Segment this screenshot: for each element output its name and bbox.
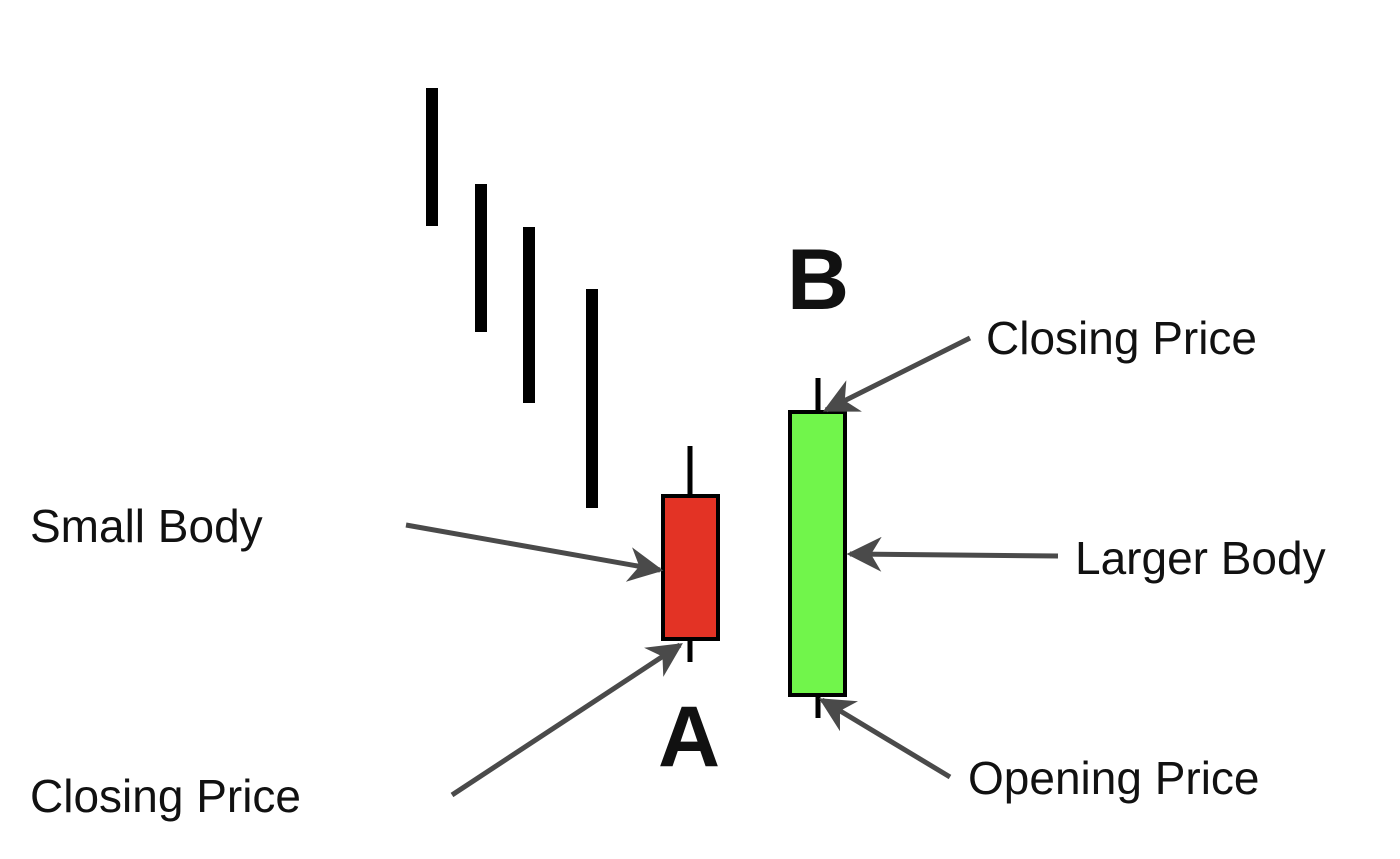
larger-body-label: Larger Body — [1075, 532, 1326, 584]
opening-price-arrow — [819, 697, 952, 780]
candle-a-body — [661, 494, 720, 641]
candle-b-letter: B — [787, 232, 849, 328]
downtrend-bar-3 — [523, 227, 535, 403]
downtrend-bar-1 — [426, 88, 438, 226]
candle-a — [661, 446, 720, 662]
closing-price-left-label: Closing Price — [30, 770, 301, 822]
downtrend-bar-4 — [586, 289, 598, 508]
candle-a-letter: A — [658, 689, 720, 785]
candle-b-body — [788, 410, 847, 697]
arrows — [405, 335, 1059, 798]
larger-body-arrow — [846, 536, 1059, 572]
downtrend-bars — [426, 88, 598, 508]
closing-price-left-arrow — [450, 642, 683, 798]
closing-price-right-arrow — [822, 335, 972, 413]
downtrend-bar-2 — [475, 184, 487, 332]
candle-b — [788, 378, 847, 718]
small-body-arrow — [405, 522, 664, 582]
opening-price-label: Opening Price — [968, 752, 1260, 804]
small-body-label: Small Body — [30, 500, 263, 552]
closing-price-right-label: Closing Price — [986, 312, 1257, 364]
